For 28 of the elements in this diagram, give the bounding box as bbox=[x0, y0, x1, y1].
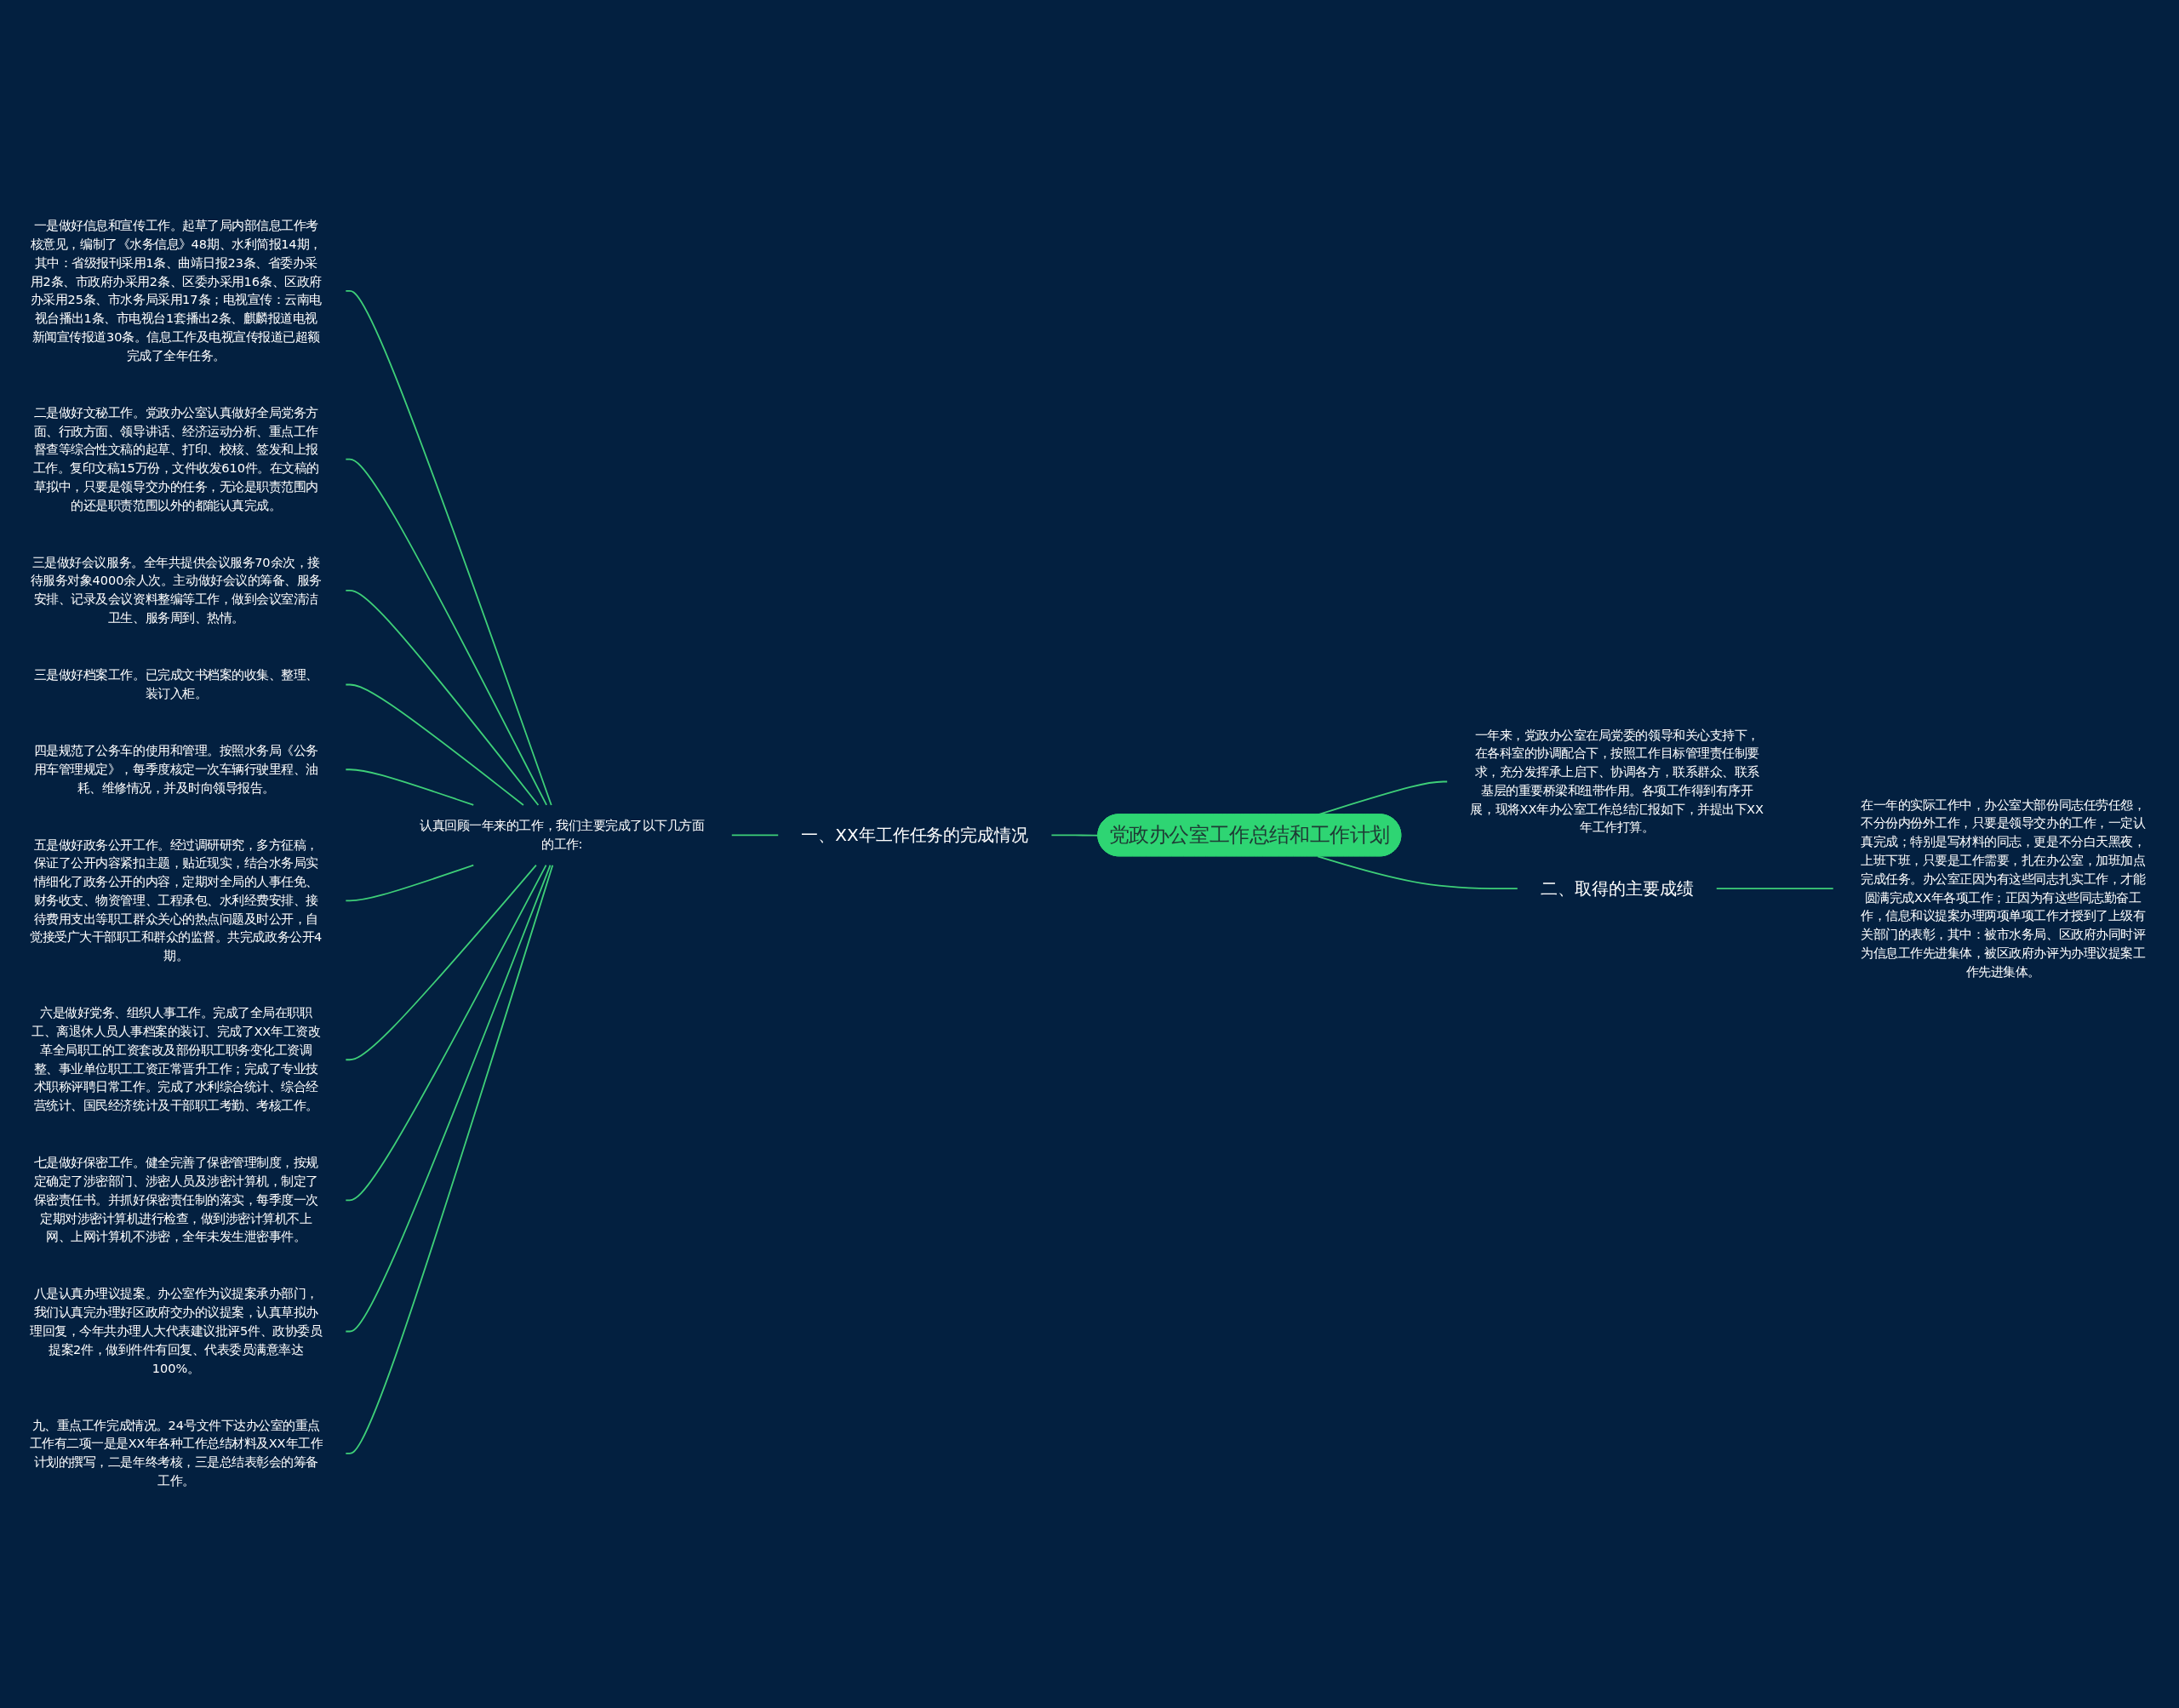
connector bbox=[345, 590, 540, 807]
node-text: 四是规范了公务车的使用和管理。按照水务局《公务用车管理规定》，每季度核定一次车辆行驶里程、油耗、维修情况，并及时向领导报告。 bbox=[33, 743, 318, 796]
connector bbox=[345, 865, 554, 1455]
node-text: 二、取得的主要成绩 bbox=[1540, 879, 1694, 899]
connector bbox=[345, 865, 475, 902]
node-text: 三是做好会议服务。全年共提供会议服务70余次，接待服务对象4000余人次。主动做好会议的筹备、服务安排、记录及会议资料整编等工作，做到会议室清洁卫生、服务周到、热情。 bbox=[30, 555, 322, 626]
node-text: 六是做好党务、组织人事工作。完成了全局在职职工、离退休人员人事档案的装订、完成了XX年工资改革全局职工的工资套改及部份职工职务变化工资调整、事业单位职工工资正常晋升工作；完成了专业技术职称评聘日常工作。完成了水利综合统计、综合经营统计、国民经济统计及干部职工考勤、考核工作。 bbox=[31, 1006, 321, 1114]
node-text: 五是做好政务公开工作。经过调研研究，多方征稿，保证了公开内容紧扣主题，贴近现实，结合水务局实情细化了政务公开的内容，定期对全局的人事任免、财务收支、物资管理、工程承包、水利经费安排、接待费用支出等职工群众关心的热点问题及时公开，自觉接受广大干部职工和群众的监督。共完成政务公开4期。 bbox=[30, 837, 323, 964]
connector bbox=[345, 290, 552, 807]
node-text: 一是做好信息和宣传工作。起草了局内部信息工作考核意见，编制了《水务信息》48期、水利简报14期，其中：省级报刊采用1条、曲靖日报23条、省委办采用2条、市政府办采用2条、区委办采用16条、区政府办采用25条、市水务局采用17条；电视宣传：云南电视台播出1条、市电视台1套播出2条、麒麟报道电视新闻宣传报道30条。信息工作及电视宣传报道已超额完成了全年任务。 bbox=[30, 219, 322, 363]
node-text: 九、重点工作完成情况。24号文件下达办公室的重点工作有二项一是是XX年各种工作总结材料及XX年工作计划的撰写，二是年终考核，三是总结表彰会的筹备工作。 bbox=[29, 1418, 323, 1489]
connector bbox=[345, 459, 547, 807]
connector bbox=[345, 683, 524, 807]
node-text: 三是做好档案工作。已完成文书档案的收集、整理、装订入柜。 bbox=[33, 667, 318, 701]
connector bbox=[345, 865, 547, 1202]
node-text: 一、XX年工作任务的完成情况 bbox=[801, 825, 1029, 846]
connector bbox=[1317, 855, 1518, 890]
connector bbox=[345, 865, 552, 1333]
node-text: 二是做好文秘工作。党政办公室认真做好全局党务方面、行政方面、领导讲话、经济运动分析、重点工作督查等综合性文稿的起草、打印、校核、签发和上报工作。复印文稿15万份，文件收发610件。在文稿的草拟中，只要是领导交办的任务，无论是职责范围内的还是职责范围以外的都能认真完成。 bbox=[32, 405, 319, 513]
connector bbox=[345, 768, 475, 807]
connector bbox=[345, 865, 537, 1061]
node-text: 一年来，党政办公室在局党委的领导和关心支持下，在各科室的协调配合下，按照工作目标管理责任制要求，充分发挥承上启下、协调各方，联系群众、联系基层的重要桥梁和纽带作用。各项工作得到有序开展，现将XX年办公室工作总结汇报如下，并提出下XX年工作打算。 bbox=[1470, 728, 1764, 836]
node-text: 在一年的实际工作中，办公室大部份同志任劳任怨，不分份内份外工作，只要是领导交办的工作，一定认真完成；特别是写材料的同志，更是不分白天黑夜，上班下班，只要是工作需要，扎在办公室，加班加点完成任务。办公室正因为有这些同志扎实工作，才能圆满完成XX年各项工作；正因为有这些同志勤奋工作，信息和议提案办理两项单项工作才授到了上级有关部门的表彰，其中：被市水务局、区政府办同时评为信息工作先进集体，被区政府办评为办理议提案工作先进集体。 bbox=[1861, 797, 2146, 980]
node-text: 八是认真办理议提案。办公室作为议提案承办部门，我们认真完办理好区政府交办的议提案，认真草拟办理回复，今年共办理人大代表建议批评5件、政协委员提案2件，做到件件有回复、代表委员满意率达100%。 bbox=[30, 1287, 323, 1376]
connector bbox=[1715, 888, 1834, 890]
node-text: 认真回顾一年来的工作，我们主要完成了以下几方面的工作: bbox=[420, 818, 705, 852]
node-text: 七是做好保密工作。健全完善了保密管理制度，按规定确定了涉密部门、涉密人员及涉密计算机，制定了保密责任书。并抓好保密责任制的落实，每季度一次定期对涉密计算机进行检查，做到涉密计算机不上网、上网计算机不涉密，全年未发生泄密事件。 bbox=[33, 1156, 318, 1245]
connector bbox=[730, 834, 780, 837]
